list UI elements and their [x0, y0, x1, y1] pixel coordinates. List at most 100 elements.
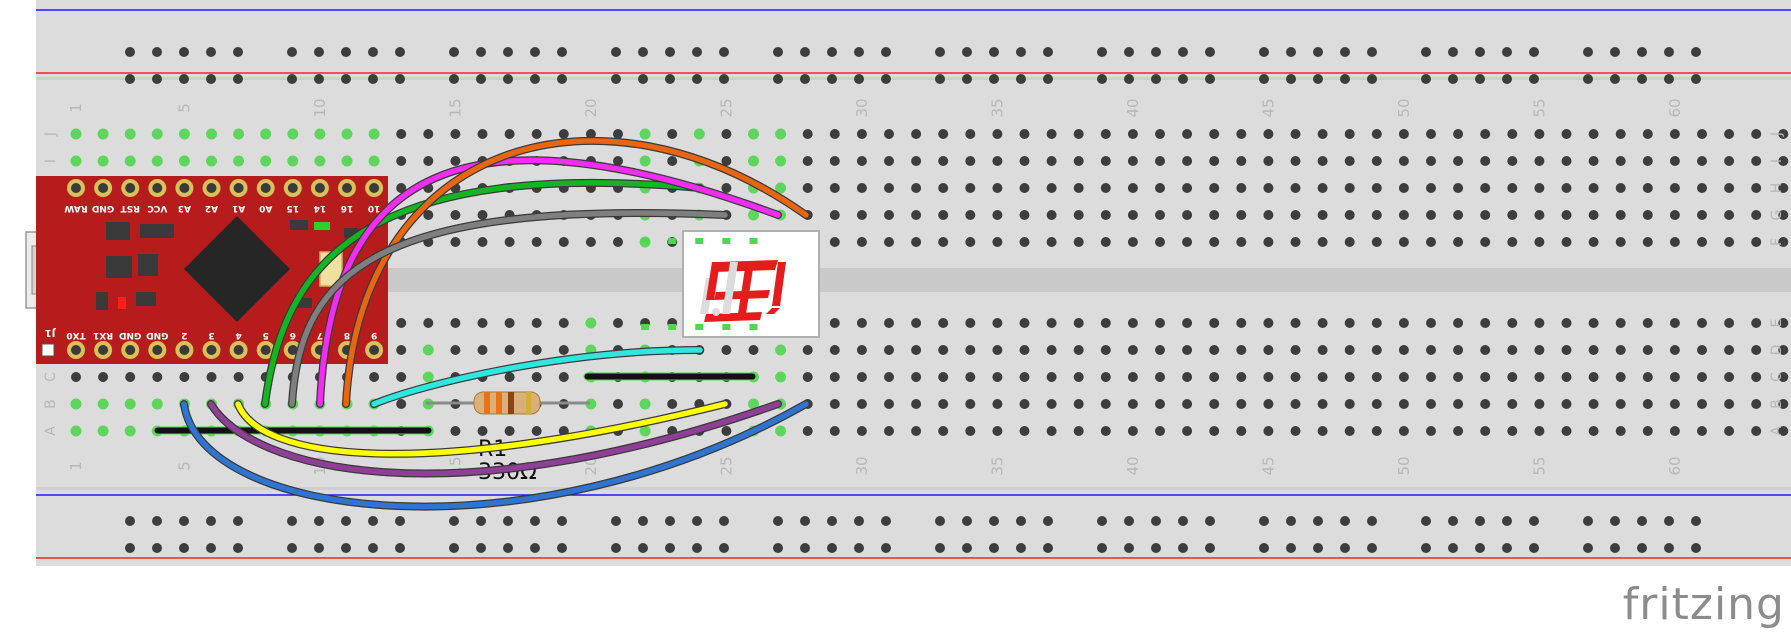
hole — [1642, 183, 1653, 193]
hole — [98, 372, 109, 382]
used-hole — [151, 155, 163, 167]
hole — [1100, 156, 1111, 166]
column-number: 10 — [311, 98, 329, 117]
rail-hole — [1367, 543, 1377, 553]
hole — [1344, 183, 1355, 193]
used-hole — [775, 425, 787, 437]
rail-hole — [1043, 47, 1053, 57]
rail-hole — [1205, 543, 1215, 553]
fritzing-logo: fritzing — [1622, 579, 1785, 630]
wire-magenta — [317, 157, 781, 407]
header-pin-hole — [179, 183, 190, 193]
hole — [829, 129, 840, 139]
rail-hole — [1502, 47, 1512, 57]
hole — [1317, 345, 1328, 355]
hole — [1317, 237, 1328, 247]
hole — [1724, 318, 1735, 328]
row-letter: A — [43, 426, 59, 436]
hole — [1534, 129, 1545, 139]
header-pin-hole — [233, 183, 244, 193]
hole — [1371, 345, 1382, 355]
hole — [884, 318, 894, 328]
rail-hole — [476, 516, 486, 526]
hole — [1046, 183, 1057, 193]
hole — [1263, 345, 1274, 355]
hole — [1019, 210, 1030, 220]
hole — [1588, 237, 1599, 247]
hole — [1426, 345, 1436, 355]
rail-hole — [611, 543, 621, 553]
hole — [423, 156, 434, 166]
hole — [667, 129, 678, 139]
hole — [1263, 318, 1274, 328]
hole — [911, 318, 922, 328]
hole — [1019, 399, 1030, 409]
hole — [450, 318, 461, 328]
rail-hole — [179, 74, 189, 84]
rail-hole — [476, 47, 486, 57]
hole — [1046, 237, 1057, 247]
wire-orange — [343, 138, 809, 407]
header-pin-hole — [98, 345, 109, 355]
component — [106, 256, 132, 278]
hole — [1426, 318, 1436, 328]
hole — [1697, 210, 1707, 220]
hole — [1182, 156, 1193, 166]
used-hole — [585, 398, 597, 410]
column-number: 1 — [67, 103, 85, 113]
used-hole — [287, 128, 299, 140]
rail-hole — [827, 74, 837, 84]
hole — [450, 426, 461, 436]
rail-hole — [1448, 47, 1458, 57]
rail-hole — [1043, 543, 1053, 553]
hole — [1398, 156, 1409, 166]
pin-label: 4 — [235, 330, 241, 340]
used-hole — [206, 155, 217, 167]
hole — [1182, 129, 1193, 139]
rail-hole — [1043, 74, 1053, 84]
component — [106, 222, 130, 240]
hole — [1398, 210, 1409, 220]
hole — [1344, 237, 1355, 247]
hole — [1290, 345, 1301, 355]
hole — [1751, 183, 1762, 193]
pin-label: 5 — [263, 330, 269, 340]
hole — [965, 237, 976, 247]
hole — [1697, 345, 1707, 355]
hole — [1669, 183, 1680, 193]
column-numbers: 1155101015152020252530303535404045455050… — [67, 98, 1684, 475]
hole — [802, 156, 813, 166]
hole — [1182, 318, 1193, 328]
rail-hole — [935, 516, 945, 526]
rail-hole — [233, 543, 243, 553]
hole — [1724, 345, 1735, 355]
rail-hole — [1340, 74, 1350, 84]
hole — [1480, 372, 1491, 382]
hole — [1724, 183, 1735, 193]
header-pin-hole — [369, 345, 380, 355]
hole — [1751, 345, 1762, 355]
pin-label: GND — [92, 203, 114, 213]
hole — [1100, 426, 1111, 436]
hole — [1642, 372, 1653, 382]
used-hole — [260, 128, 272, 140]
pin-label: RX1 — [93, 330, 113, 340]
hole — [125, 372, 136, 382]
hole — [396, 183, 407, 193]
hole — [856, 399, 867, 409]
hole — [504, 345, 515, 355]
hole — [1480, 318, 1491, 328]
hole — [911, 156, 922, 166]
rail-hole — [1691, 516, 1701, 526]
rail-hole — [1124, 543, 1134, 553]
hole — [1697, 129, 1707, 139]
wires-layer — [180, 136, 810, 511]
hole — [1155, 345, 1165, 355]
hole — [1588, 426, 1599, 436]
hole — [802, 426, 813, 436]
hole — [1209, 318, 1220, 328]
pin-label: A0 — [259, 203, 272, 213]
hole — [71, 372, 81, 382]
hole — [1778, 372, 1789, 382]
rail-hole — [692, 47, 702, 57]
